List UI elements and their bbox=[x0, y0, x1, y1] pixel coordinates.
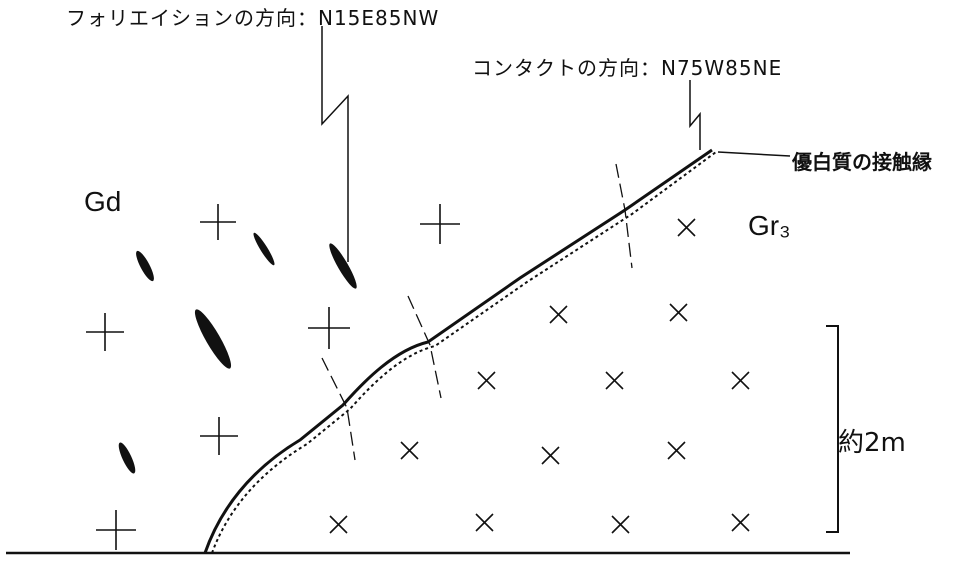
contact-leader-line bbox=[689, 80, 701, 150]
ellipse-mark bbox=[118, 442, 136, 474]
fracture-line bbox=[407, 295, 442, 399]
cross-mark bbox=[669, 303, 688, 322]
fracture-line bbox=[615, 163, 633, 269]
plus-mark bbox=[200, 417, 238, 455]
cross-mark bbox=[667, 441, 686, 460]
margin-leader-line bbox=[717, 151, 791, 157]
cross-mark bbox=[329, 515, 348, 534]
foliation-leader-line bbox=[321, 26, 349, 262]
plus-mark bbox=[86, 313, 124, 351]
leucocratic-margin-line bbox=[211, 151, 717, 554]
contact-orientation-label: コンタクトの方向：N75W85NE bbox=[472, 56, 783, 80]
plus-mark bbox=[96, 510, 136, 550]
contact-boundary-line bbox=[203, 148, 713, 554]
cross-mark bbox=[677, 218, 696, 237]
cross-mark bbox=[400, 441, 419, 460]
cross-mark bbox=[605, 371, 624, 390]
scale-label: 約2m bbox=[838, 428, 906, 458]
cross-mark bbox=[541, 446, 560, 465]
plus-mark bbox=[308, 307, 350, 349]
fracture-line bbox=[321, 357, 356, 461]
gd-unit-label: Gd bbox=[84, 186, 122, 217]
cross-mark bbox=[549, 305, 568, 324]
ellipse-mark bbox=[136, 250, 154, 282]
scale-bracket bbox=[826, 325, 839, 533]
ellipse-mark bbox=[194, 309, 232, 369]
cross-mark bbox=[477, 371, 496, 390]
gr3-cross-marks bbox=[329, 218, 750, 534]
leucocratic-margin-label: 優白質の接触縁 bbox=[792, 150, 932, 174]
cross-mark bbox=[611, 515, 630, 534]
cross-mark bbox=[731, 371, 750, 390]
plus-mark bbox=[420, 204, 460, 244]
ellipse-mark bbox=[329, 243, 357, 289]
foliation-orientation-label: フォリエイションの方向：N15E85NW bbox=[66, 6, 440, 30]
gd-plus-marks bbox=[86, 204, 460, 550]
plus-mark bbox=[200, 204, 236, 240]
gr3-unit-label: Gr₃ bbox=[748, 210, 791, 241]
cross-mark bbox=[731, 513, 750, 532]
ellipse-mark bbox=[253, 232, 275, 266]
cross-mark bbox=[475, 513, 494, 532]
fracture-lines bbox=[321, 163, 633, 461]
foliation-ellipses bbox=[118, 232, 357, 474]
